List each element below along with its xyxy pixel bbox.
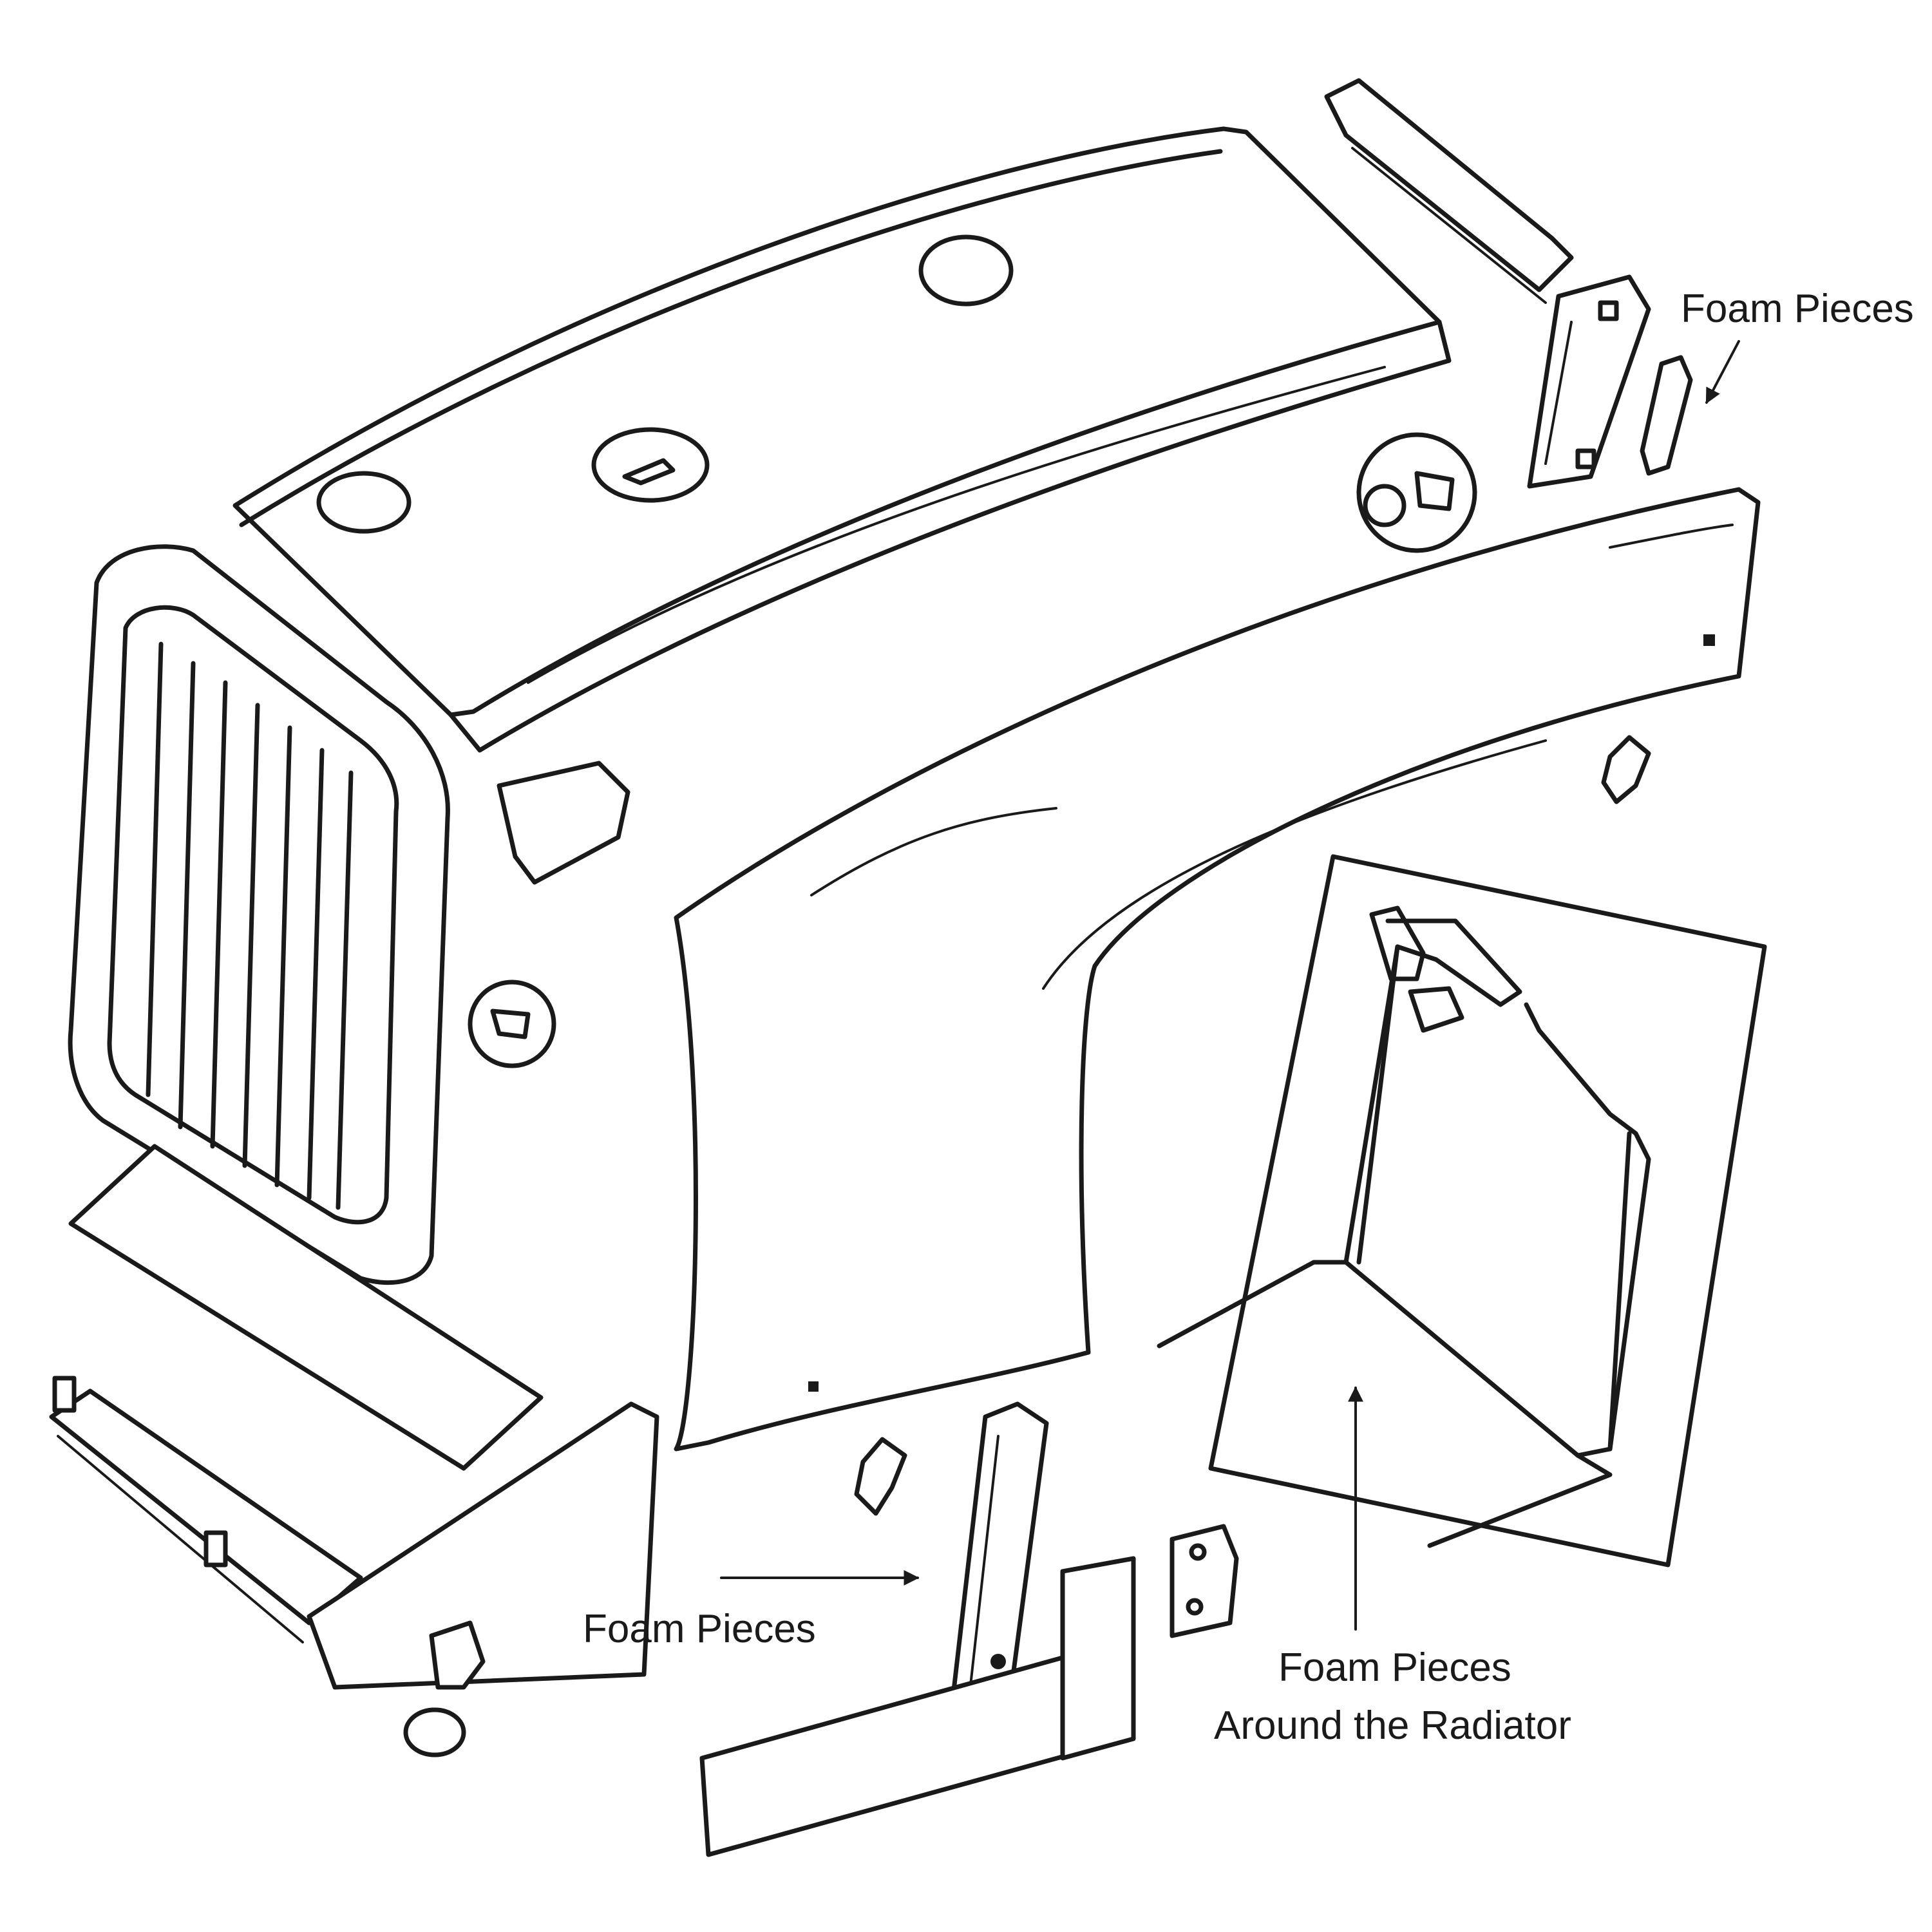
hood-hole-left — [316, 471, 412, 534]
label-foam-top-right: Foam Pieces — [1681, 287, 1914, 331]
radiator-foam-panel — [1157, 854, 1767, 1567]
lower-radiator-bracket — [699, 1556, 1136, 1857]
hood-hole-right — [918, 234, 1014, 307]
arrow-foam-top-right — [1705, 340, 1740, 404]
label-foam-bottom: Foam Pieces — [583, 1607, 816, 1651]
foam-plate — [1170, 1524, 1239, 1638]
label-radiator-line2: Around the Radiator — [1214, 1703, 1571, 1748]
rear-foam-strip — [1324, 78, 1574, 304]
rear-hood-bracket — [1527, 274, 1651, 489]
lower-front-assembly — [49, 1144, 659, 1690]
label-radiator-line1: Foam Pieces — [1278, 1645, 1511, 1690]
bushing-part — [403, 1707, 466, 1757]
hood-clip-bracket — [497, 761, 630, 885]
front-grille — [68, 544, 450, 1285]
bottom-clip — [854, 1437, 907, 1516]
knob-callout — [1356, 432, 1477, 553]
hood-top-panel — [232, 126, 1452, 753]
side-panel-clip — [1601, 735, 1651, 804]
small-bracket-part — [429, 1620, 486, 1690]
hood-side-panel — [674, 487, 1761, 1452]
fastener-callout-left — [468, 980, 556, 1068]
foam-piece-top-right — [1640, 355, 1693, 476]
